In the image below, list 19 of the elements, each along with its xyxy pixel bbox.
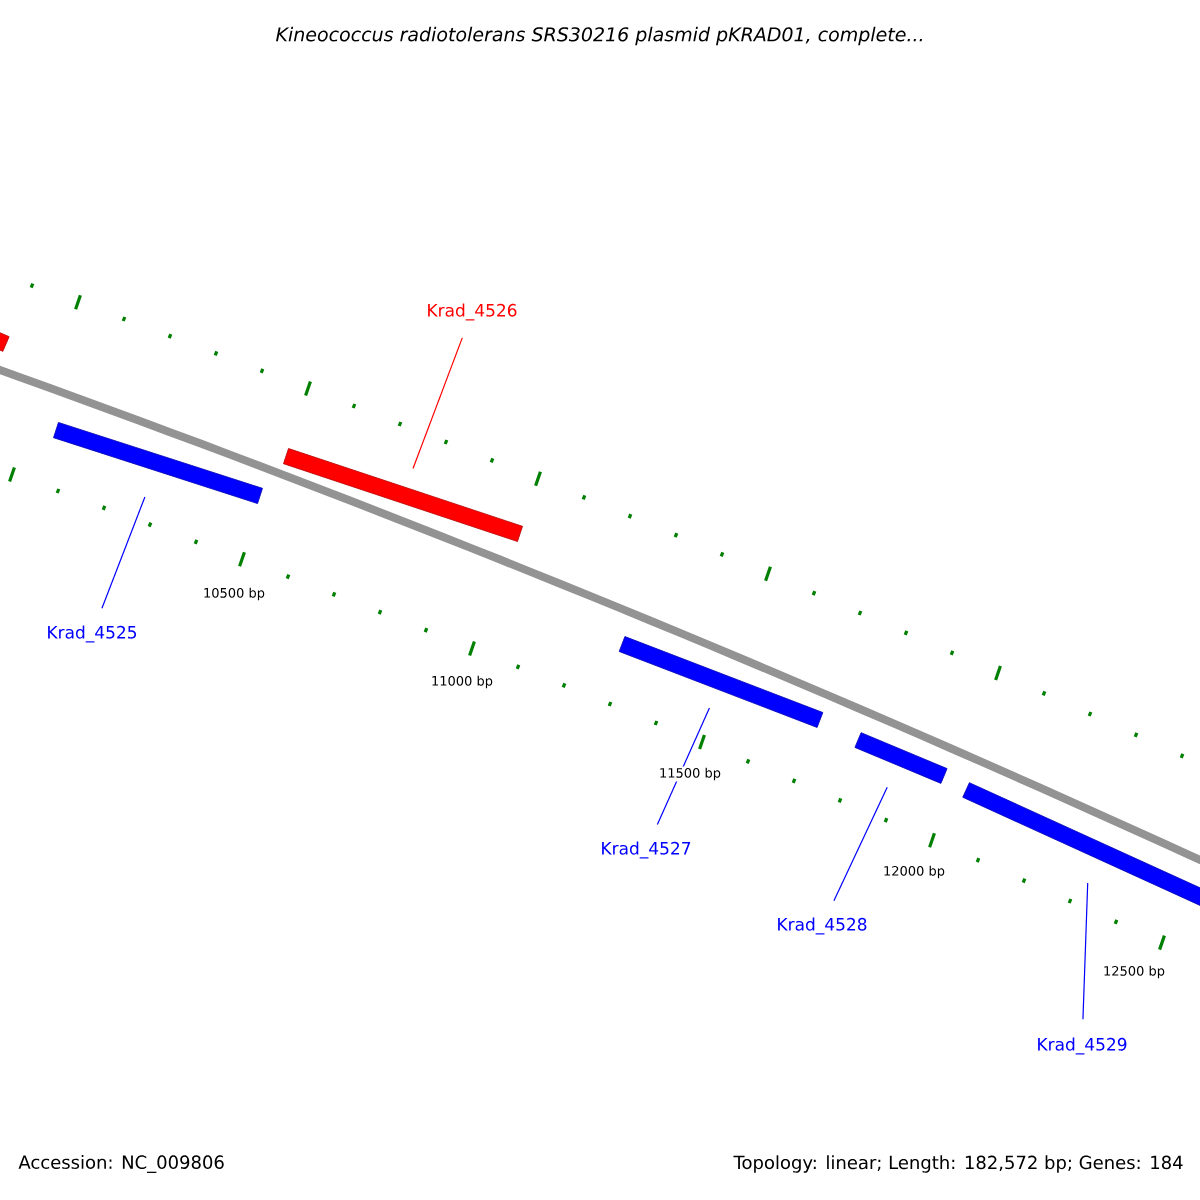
- gene-bar: [618, 636, 824, 728]
- gene-label: Krad_4525: [48, 625, 137, 643]
- leader-line: [833, 786, 888, 902]
- gene-bar: [962, 782, 1200, 910]
- gene-bar: [53, 422, 263, 504]
- title: Kineococcus radiotolerans SRS30216 plasmid pKRAD01, complete...: [276, 26, 922, 46]
- gene-bar: [283, 448, 523, 542]
- gene-label: Krad_4527: [602, 841, 691, 859]
- accession-text: Accession: NC_009806: [18, 1155, 224, 1173]
- leader-line: [656, 707, 710, 826]
- summary-text: Topology: linear; Length: 182,572 bp; Genes: 184: [733, 1155, 1183, 1173]
- gene-bar: [0, 330, 10, 352]
- gene-label: Krad_4528: [778, 917, 867, 935]
- gene-label: Krad_4526: [428, 303, 517, 321]
- gene-bar: [854, 732, 948, 784]
- leader-line: [412, 337, 463, 470]
- gene-label: Krad_4529: [1038, 1037, 1127, 1055]
- leader-line: [101, 496, 146, 609]
- leader-line: [1082, 882, 1089, 1020]
